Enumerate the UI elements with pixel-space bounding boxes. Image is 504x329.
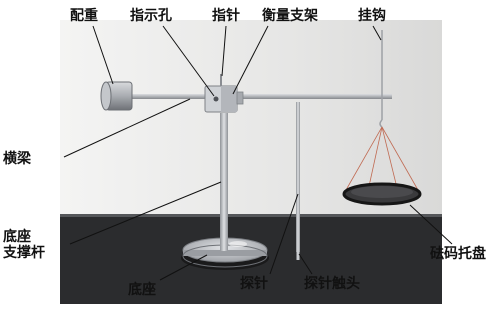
apparatus-photo	[60, 20, 442, 304]
label-hook: 挂钩	[358, 8, 386, 24]
weight-tray-inner	[351, 186, 413, 198]
bracket-knob	[236, 91, 244, 105]
table-edge-highlight	[60, 214, 442, 217]
label-probe: 探针	[240, 276, 268, 292]
crossbeam	[132, 94, 392, 99]
label-counterweight: 配重	[70, 8, 98, 24]
tray-string	[381, 126, 419, 191]
label-crossbeam: 横梁	[3, 151, 31, 167]
probe-tip	[296, 252, 300, 260]
base-disc-rim	[183, 250, 267, 256]
label-base: 底座	[128, 282, 156, 298]
label-base-support-rod: 底座 支撑杆	[3, 229, 45, 261]
probe-rod	[296, 102, 300, 252]
label-probe-tip: 探针触头	[304, 276, 360, 292]
balance-bracket-shade	[221, 86, 237, 112]
tray-string	[345, 126, 383, 191]
base-support-rod	[220, 113, 228, 251]
label-pointer: 指针	[212, 8, 240, 24]
label-weight-tray: 砝码托盘	[430, 246, 486, 262]
base-disc-highlight	[229, 241, 247, 247]
label-balance-bracket: 衡量支架	[262, 8, 318, 24]
counterweight-face	[100, 81, 112, 111]
hook-curl	[379, 119, 383, 128]
indicator-hole-mark	[213, 96, 219, 102]
label-indicator-hole: 指示孔	[130, 8, 172, 24]
